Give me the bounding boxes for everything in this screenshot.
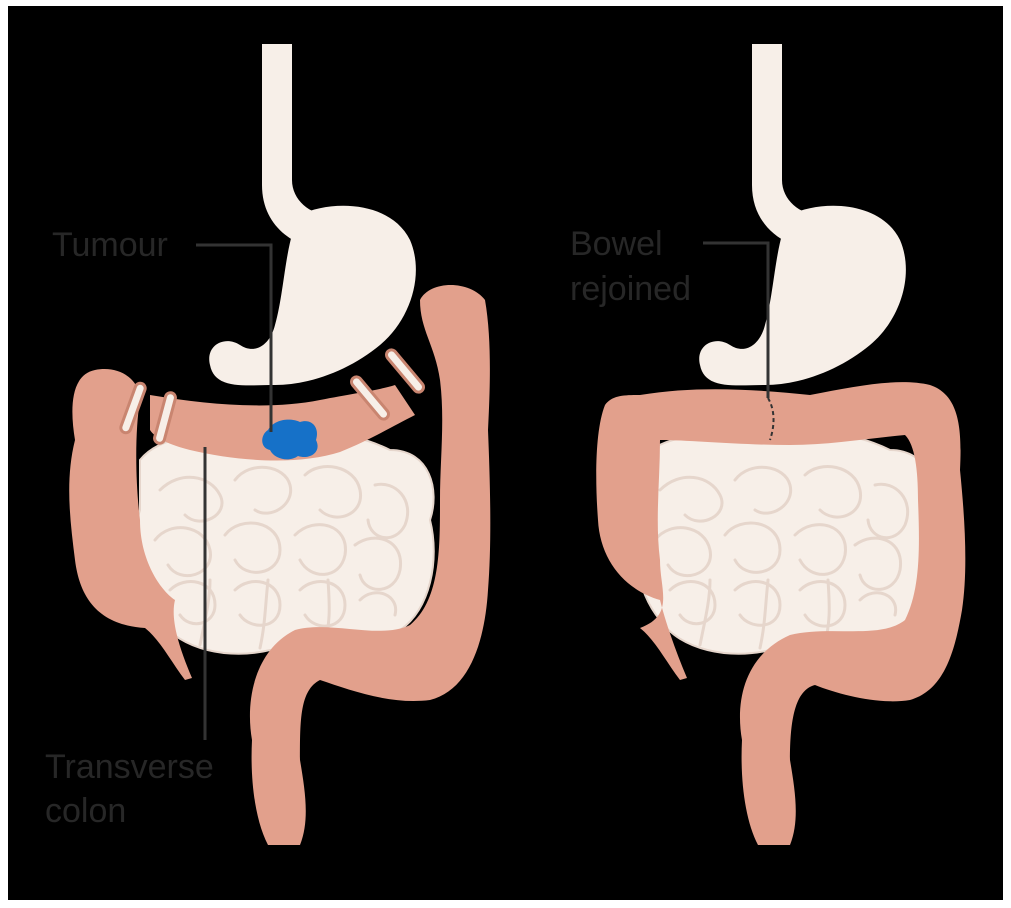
small-intestine-left bbox=[135, 431, 434, 653]
transverse-colon-label-line2: colon bbox=[45, 792, 126, 830]
tumour-label: Tumour bbox=[52, 226, 168, 264]
bowel-rejoined-label-line1: Bowel bbox=[570, 225, 663, 263]
bowel-rejoined-label-line2: rejoined bbox=[570, 270, 691, 308]
small-intestine-right bbox=[635, 431, 934, 653]
transverse-colon-label-line1: Transverse bbox=[45, 748, 214, 786]
